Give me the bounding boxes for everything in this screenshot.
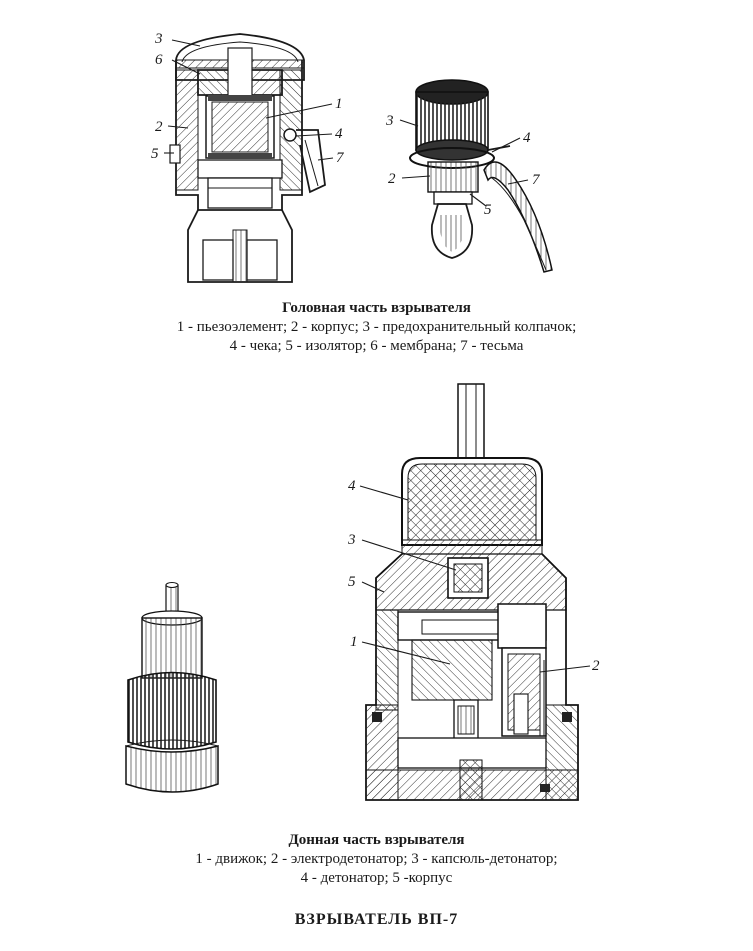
head-legend-line-2: 4 - чека; 5 - изолятор; 6 - мембрана; 7 … (229, 338, 524, 354)
label-top-left-4: 4 (335, 126, 343, 142)
label-top-right-4: 4 (523, 130, 531, 146)
label-top-left-1: 1 (335, 96, 343, 112)
head-exterior-drawing (409, 79, 553, 273)
label-bottom-5: 5 (348, 574, 356, 590)
base-exterior-drawing (125, 582, 219, 793)
label-top-left-3: 3 (154, 31, 163, 47)
base-legend-line-1: 1 - движок; 2 - электродетонатор; 3 - ка… (195, 851, 558, 867)
label-bottom-3: 3 (347, 532, 356, 548)
label-bottom-2: 2 (592, 658, 600, 674)
label-top-left-2: 2 (155, 119, 163, 135)
label-bottom-4: 4 (348, 478, 356, 494)
base-caption: Донная часть взрывателя 1 - движок; 2 - … (0, 831, 753, 888)
base-caption-title: Донная часть взрывателя (288, 832, 465, 848)
head-section-drawing (169, 33, 326, 283)
label-top-left-7: 7 (336, 150, 345, 166)
head-legend-line-1: 1 - пьезоэлемент; 2 - корпус; 3 - предох… (176, 319, 577, 335)
base-section-drawing (365, 383, 579, 801)
label-top-left-6: 6 (155, 52, 163, 68)
label-top-right-2: 2 (388, 171, 396, 187)
head-caption: Головная часть взрывателя 1 - пьезоэлеме… (0, 299, 753, 356)
label-top-right-5: 5 (484, 202, 492, 218)
label-top-left-5: 5 (151, 146, 159, 162)
head-caption-title: Головная часть взрывателя (282, 300, 471, 316)
label-bottom-1: 1 (350, 634, 358, 650)
label-top-right-3: 3 (385, 113, 394, 129)
base-legend-line-2: 4 - детонатор; 5 -корпус (300, 870, 453, 886)
label-top-right-7: 7 (532, 172, 541, 188)
main-title: ВЗРЫВАТЕЛЬ ВП-7 (294, 911, 459, 928)
